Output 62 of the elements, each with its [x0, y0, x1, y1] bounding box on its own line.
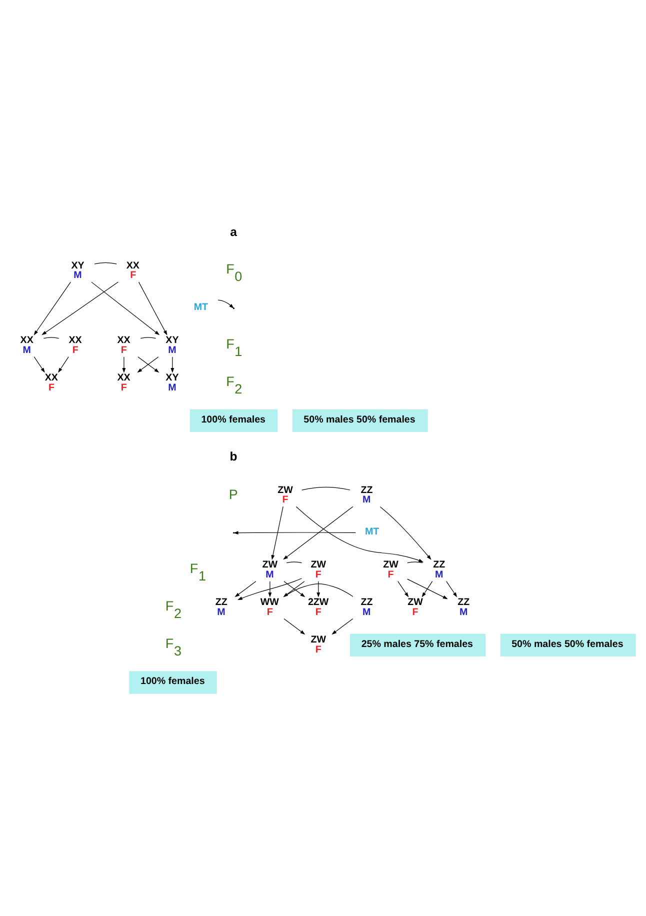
connector	[286, 562, 302, 564]
node-text: ZW F	[383, 560, 398, 580]
connector	[43, 337, 60, 339]
node-text: XX F	[68, 335, 82, 356]
node-text: MT	[365, 526, 380, 538]
node-text: ZZ M	[360, 597, 373, 618]
arrow	[296, 506, 424, 562]
arrow	[398, 581, 409, 598]
arrow	[42, 282, 118, 336]
arrow	[138, 282, 168, 336]
connector	[140, 337, 156, 339]
arrow	[237, 578, 302, 600]
node-text: ZW F	[278, 484, 293, 506]
node-text: XX F	[117, 335, 130, 356]
node-text: XY M	[71, 260, 84, 282]
arrow	[316, 581, 320, 598]
node-box: 50% males 50% females	[500, 634, 636, 656]
arrow	[407, 578, 448, 600]
connector	[302, 486, 350, 490]
arrow	[233, 531, 356, 535]
node-text: XY M	[166, 335, 179, 356]
node-text: ZW F	[408, 597, 423, 618]
arrow	[380, 506, 432, 560]
label: a	[230, 224, 237, 239]
arrow	[446, 581, 458, 598]
arrow	[283, 506, 354, 560]
node-text: WW F	[260, 597, 279, 618]
arrow	[34, 356, 45, 373]
node-box: 25% males 75% females	[350, 634, 486, 656]
arrow	[422, 581, 433, 598]
node-text: ZZ M	[360, 484, 373, 506]
arrow	[34, 282, 71, 336]
node-text: ZZ M	[433, 560, 446, 580]
node-text: ZW F	[310, 560, 326, 580]
label: b	[230, 449, 238, 464]
connector	[94, 262, 117, 264]
node-box: 100% females	[129, 671, 217, 694]
arrow	[271, 506, 284, 560]
arrow	[170, 356, 174, 373]
node-text: ZZ M	[458, 597, 470, 618]
connector	[407, 562, 423, 564]
arrow	[58, 356, 69, 373]
arrow	[91, 282, 160, 336]
node-text: XX F	[44, 372, 58, 394]
node-text: ZZ M	[215, 597, 228, 618]
node-box: 50% males 50% females	[292, 409, 428, 432]
node-text: MT	[194, 302, 208, 314]
arrow	[332, 618, 354, 635]
arrow	[218, 300, 234, 308]
node-text: ZW F	[310, 634, 326, 656]
node-text: XY M	[166, 372, 179, 394]
arrow	[234, 581, 256, 598]
arrow	[284, 618, 306, 635]
node-text: XX F	[126, 260, 140, 282]
node-box: 100% females	[190, 409, 278, 432]
node-text: XX M	[20, 335, 34, 356]
arrow	[268, 581, 272, 598]
node-text: ZW M	[262, 560, 278, 580]
node-text: XX F	[117, 372, 130, 394]
arrow	[122, 356, 126, 373]
label: P	[228, 486, 238, 502]
node-text: 2ZW F	[308, 597, 329, 618]
